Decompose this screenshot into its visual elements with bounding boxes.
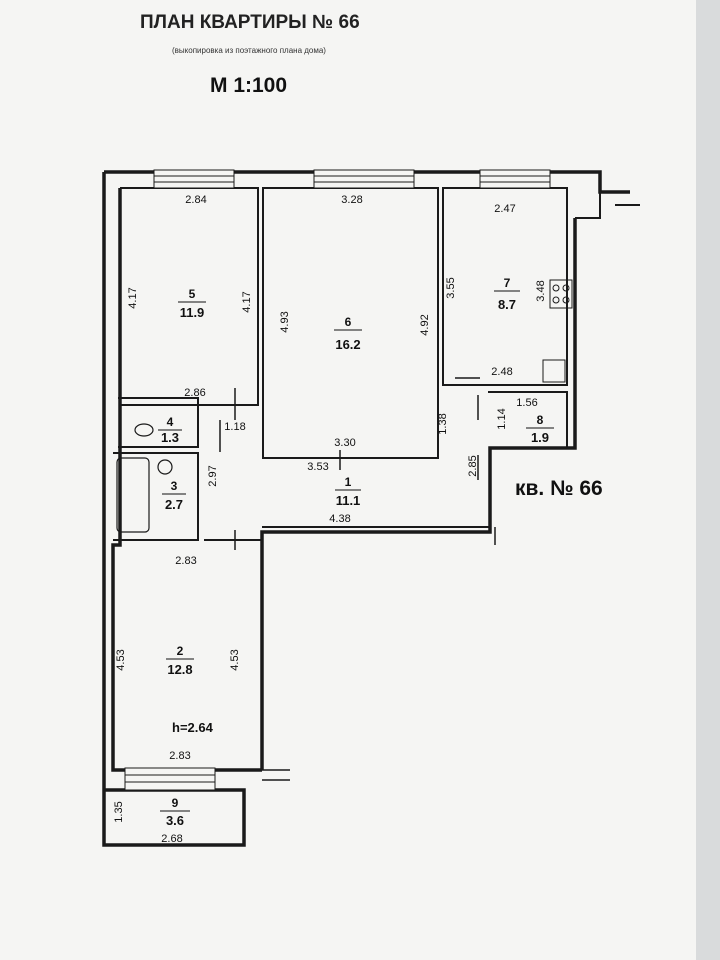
dim-hall-2-85: 2.85 xyxy=(467,455,479,476)
room-3-number: 3 xyxy=(171,479,178,493)
scale-label: М 1:100 xyxy=(210,74,288,97)
room-6-area: 16.2 xyxy=(335,337,360,352)
dim-r5-bottom: 2.86 xyxy=(184,387,205,399)
dim-r7-bottom: 2.48 xyxy=(491,366,512,378)
dim-r7-left: 3.55 xyxy=(445,277,457,298)
dim-r8-left: 1.14 xyxy=(496,408,508,429)
ceiling-height: h=2.64 xyxy=(172,720,214,735)
dim-r6-top: 3.28 xyxy=(341,194,362,206)
windows xyxy=(124,169,551,791)
room-4-area: 1.3 xyxy=(161,430,179,445)
apartment-label: кв. № 66 xyxy=(515,477,603,500)
room-8-number: 8 xyxy=(537,413,544,427)
dim-r4-width: 1.18 xyxy=(224,421,245,433)
balcony-door xyxy=(262,769,290,781)
dim-r6-right: 4.92 xyxy=(419,314,431,335)
room-7-number: 7 xyxy=(504,276,511,290)
plan-sheet xyxy=(0,0,696,960)
dim-r6-left: 4.93 xyxy=(279,311,291,332)
sink-icon xyxy=(542,359,566,383)
room-1-area: 11.1 xyxy=(336,493,361,508)
dim-r5-top: 2.84 xyxy=(185,194,206,206)
dim-r7-right: 3.48 xyxy=(535,280,547,301)
door-marks xyxy=(197,377,496,550)
toilet-icon xyxy=(134,423,154,437)
dim-r2-top: 2.83 xyxy=(175,555,196,567)
dim-r8-top: 1.56 xyxy=(516,397,537,409)
dim-r2-left: 4.53 xyxy=(115,649,127,670)
dim-hall-3-53: 3.53 xyxy=(307,461,328,473)
room-5-area: 11.9 xyxy=(180,305,205,320)
dim-r5-left: 4.17 xyxy=(127,287,139,308)
washbasin-icon xyxy=(157,459,173,475)
room-2-area: 12.8 xyxy=(167,662,192,677)
dim-r9-bottom: 2.68 xyxy=(161,833,182,845)
room-2-number: 2 xyxy=(177,644,184,658)
plan-subtitle: (выкопировка из поэтажного плана дома) xyxy=(172,46,326,55)
room-5-number: 5 xyxy=(189,287,196,301)
room-6-number: 6 xyxy=(345,315,352,329)
room-8-area: 1.9 xyxy=(531,430,549,445)
page-edge xyxy=(696,0,720,960)
entrance-door xyxy=(575,192,640,219)
dim-r5-right: 4.17 xyxy=(241,291,253,312)
dim-r9-left: 1.35 xyxy=(113,801,125,822)
room-9-number: 9 xyxy=(172,796,179,810)
dim-r2-bottom: 2.83 xyxy=(169,750,190,762)
dim-hall-1-38: 1.38 xyxy=(437,413,449,434)
dim-r6-bottom: 3.30 xyxy=(334,437,355,449)
room-1-number: 1 xyxy=(345,475,352,489)
stove-icon xyxy=(549,279,573,309)
room-4-number: 4 xyxy=(167,415,174,429)
room-9-area: 3.6 xyxy=(166,813,184,828)
dim-r3-height: 2.97 xyxy=(207,465,219,486)
bathtub-icon xyxy=(116,457,150,533)
inner-walls xyxy=(113,187,568,541)
room-7-area: 8.7 xyxy=(498,297,516,312)
dim-hall-4-38: 4.38 xyxy=(329,513,350,525)
dim-r2-right: 4.53 xyxy=(229,649,241,670)
room-3-area: 2.7 xyxy=(165,497,183,512)
plan-title: ПЛАН КВАРТИРЫ № 66 xyxy=(140,12,360,33)
dim-r7-top: 2.47 xyxy=(494,203,515,215)
